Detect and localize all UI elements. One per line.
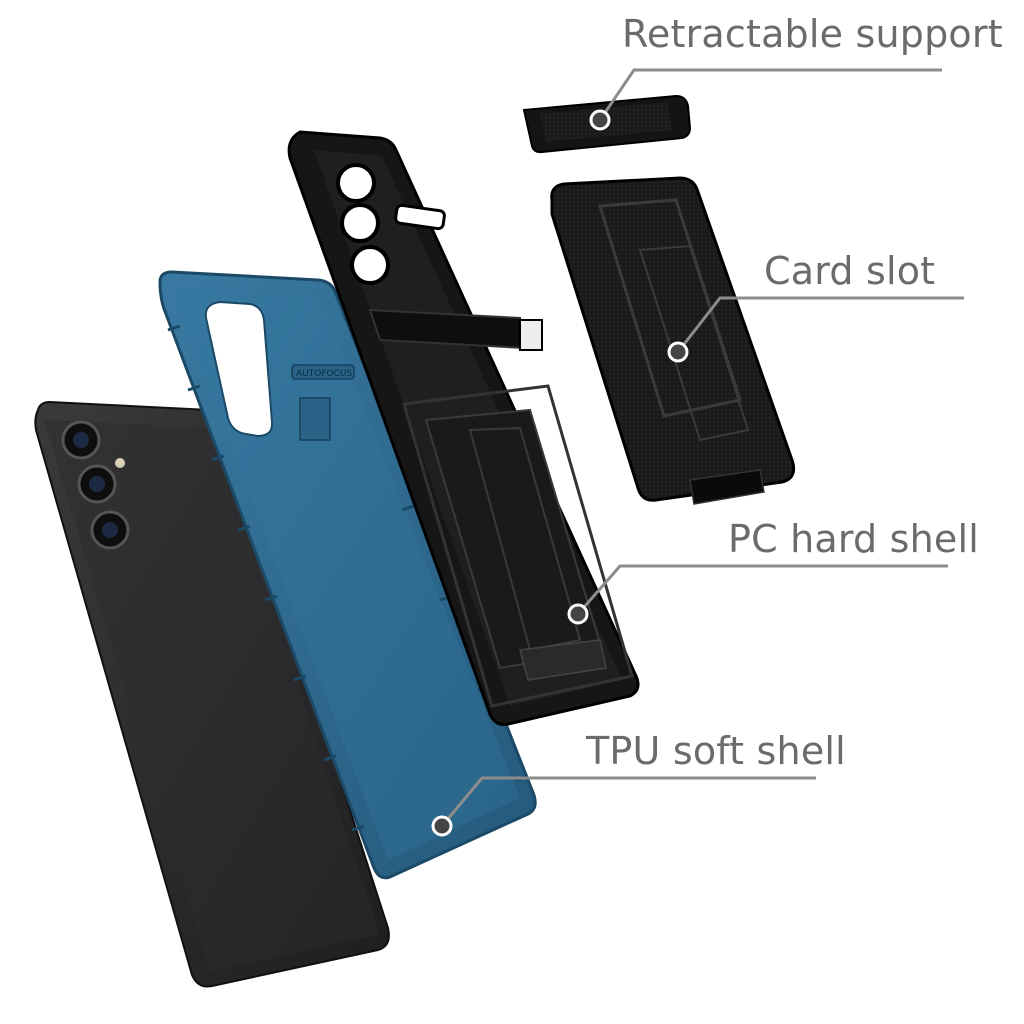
- phone: [34, 400, 390, 988]
- leader-dots: [431, 109, 689, 837]
- pc-hard-shell: [287, 130, 640, 726]
- leader-tpu-soft-shell: [440, 776, 816, 827]
- label-retractable-support: Retractable support: [622, 12, 1003, 56]
- pc-camera-cutouts: [336, 163, 446, 285]
- leader-card-slot: [676, 296, 964, 353]
- leader-lines: [440, 68, 964, 827]
- card-slot-part: [550, 176, 796, 505]
- dot-tpu-soft-shell: [431, 815, 453, 837]
- tpu-soft-shell: AUTOFOCUS: [158, 270, 537, 880]
- label-tpu-soft-shell: TPU soft shell: [585, 729, 846, 773]
- label-card-slot: Card slot: [764, 249, 935, 293]
- label-pc-hard-shell: PC hard shell: [728, 517, 979, 561]
- dot-retractable-support: [589, 109, 611, 131]
- leader-retractable-support: [598, 68, 942, 121]
- dot-card-slot: [667, 341, 689, 363]
- phone-camera-module: [61, 420, 130, 550]
- dot-pc-hard-shell: [567, 603, 589, 625]
- leader-pc-hard-shell: [576, 564, 948, 615]
- autofocus-marking: AUTOFOCUS: [296, 369, 352, 379]
